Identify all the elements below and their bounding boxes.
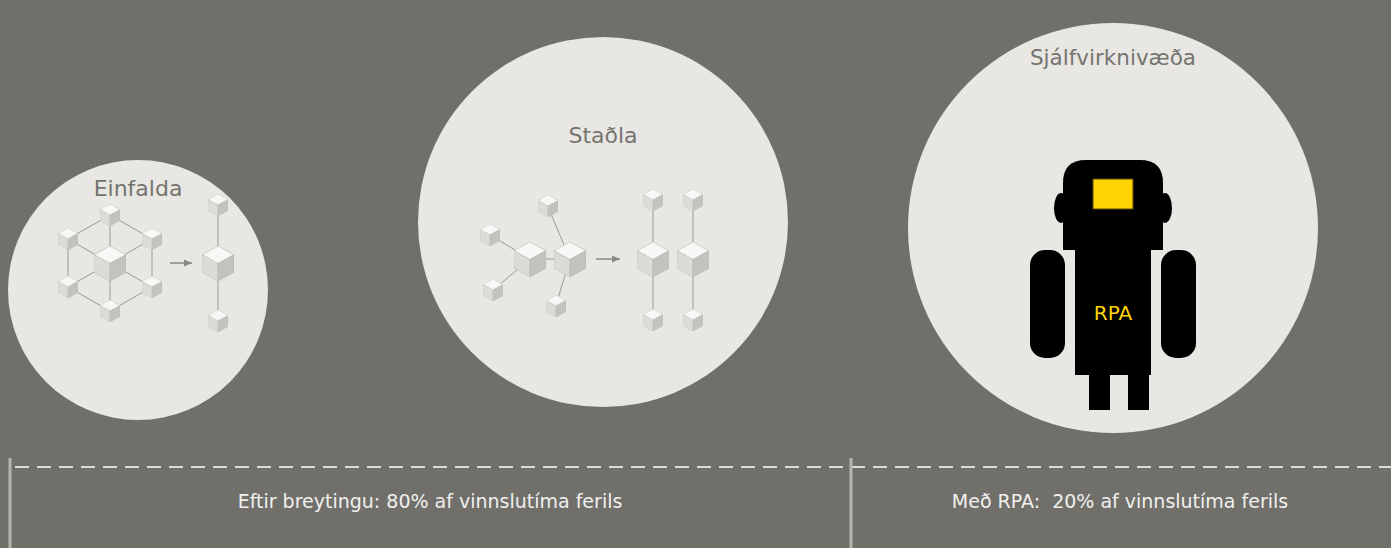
axis-note: Eftir breytingu: 80% af vinnslutíma feri… xyxy=(30,490,830,512)
standardize-circle: Staðla xyxy=(418,37,788,407)
step-title: Einfalda xyxy=(94,176,183,201)
circle-shape xyxy=(418,37,788,407)
illustration xyxy=(480,189,709,331)
dashed-axis xyxy=(15,466,1391,468)
simplify-circle: Einfalda xyxy=(8,160,268,420)
circle-shape xyxy=(908,23,1318,433)
illustration xyxy=(58,194,234,332)
axis-tick xyxy=(9,458,12,548)
robot-label: RPA xyxy=(1094,301,1132,325)
step-title: Staðla xyxy=(568,123,637,148)
axis-note: Með RPA: 20% af vinnslutíma ferils xyxy=(870,490,1370,512)
robot-body: RPA xyxy=(1075,250,1151,375)
illustration xyxy=(1030,160,1196,410)
axis-tick xyxy=(850,458,853,548)
step-title: Sjálfvirknivæða xyxy=(1030,45,1196,70)
automate-circle: SjálfvirknivæðaRPA xyxy=(908,23,1318,433)
